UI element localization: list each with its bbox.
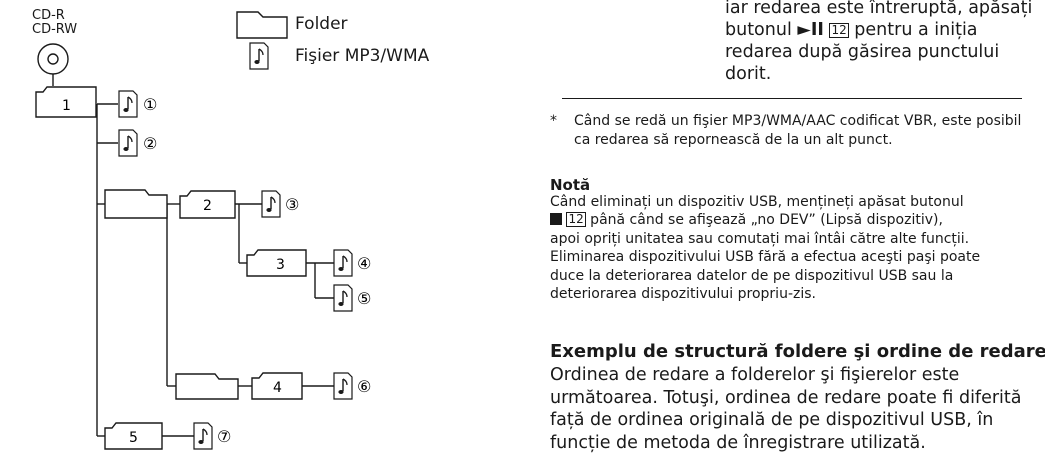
continued-text-1: iar redarea este întreruptă, apăsați but…: [725, 0, 1033, 40]
folder-tree-diagram: 1 2 3 4 5 ① ② ③ ④ ⑤ ⑥ ⑦: [35, 11, 371, 450]
file-number: ⑥: [357, 377, 371, 396]
separator-line: [562, 98, 1022, 99]
section-heading: Exemplu de structură foldere şi ordine d…: [550, 341, 1045, 362]
folder-icon: [246, 249, 307, 277]
file-number: ③: [285, 195, 299, 214]
disc-label-cdrw: CD-RW: [32, 22, 78, 37]
note-line-6: deteriorarea dispozitivului propriu-zis.: [550, 286, 816, 303]
note-body: Când eliminați un dispozitiv USB, mențin…: [550, 193, 1045, 303]
footnote: * Când se redă un fişier MP3/WMA/AAC cod…: [550, 112, 1030, 150]
folder-icon: [104, 189, 168, 219]
stop-square-icon: [550, 213, 562, 226]
legend-file-icon: [249, 42, 269, 70]
folder-number: 4: [273, 380, 282, 396]
file-number: ④: [357, 254, 371, 273]
legend-folder-icon: [236, 11, 288, 39]
tree-connectors: [96, 103, 334, 437]
ref-number: 12: [566, 212, 586, 228]
note-line-2: 12 până când se afişează „no DEV” (Lipsă…: [550, 211, 1045, 229]
folder-icon: [251, 372, 303, 400]
footnote-star: *: [550, 113, 557, 129]
disc-icon: [37, 43, 69, 75]
file-number: ②: [143, 134, 157, 153]
folder-icon: [104, 422, 163, 450]
continued-paragraph: iar redarea este întreruptă, apăsați but…: [725, 0, 1045, 85]
folder-number: 2: [203, 198, 212, 214]
music-file-icon: [333, 284, 353, 312]
folder-number: 1: [62, 98, 71, 114]
section-body: Ordinea de redare a folderelor şi fişier…: [550, 365, 1022, 453]
music-file-icon: [333, 372, 353, 400]
note-line-5: duce la deteriorarea datelor de pe dispo…: [550, 267, 954, 284]
folder-number: 3: [276, 257, 285, 273]
note-line-4: Eliminarea dispozitivului USB fără a efe…: [550, 249, 981, 266]
disc-label-cdr: CD-R: [32, 8, 65, 23]
file-number: ⑤: [357, 289, 371, 308]
folder-icon: [179, 190, 236, 219]
note-line-2-text: până când se afişează „no DEV” (Lipsă di…: [585, 212, 943, 229]
ref-number: 12: [829, 23, 849, 38]
note-line-1: Când eliminați un dispozitiv USB, mențin…: [550, 194, 964, 210]
folder-number: 5: [129, 430, 138, 446]
folder-icon: [35, 86, 97, 118]
file-number: ①: [143, 95, 157, 114]
legend-folder-label: Folder: [295, 14, 348, 34]
footnote-text: Când se redă un fişier MP3/WMA/AAC codif…: [574, 113, 1022, 148]
note-title: Notă: [550, 176, 591, 194]
folder-icon: [175, 373, 239, 400]
continued-text-2: pentru a iniția redarea după găsirea pun…: [725, 20, 1000, 84]
music-file-icon: [118, 129, 138, 157]
music-file-icon: [261, 190, 281, 218]
legend-file-label: Fişier MP3/WMA: [295, 46, 430, 66]
play-pause-symbol: ►II: [797, 20, 824, 40]
file-number: ⑦: [217, 427, 231, 446]
music-file-icon: [118, 90, 138, 118]
music-file-icon: [333, 249, 353, 277]
music-file-icon: [193, 422, 213, 450]
note-line-3: apoi opriți unitatea sau comutați mai în…: [550, 230, 970, 247]
